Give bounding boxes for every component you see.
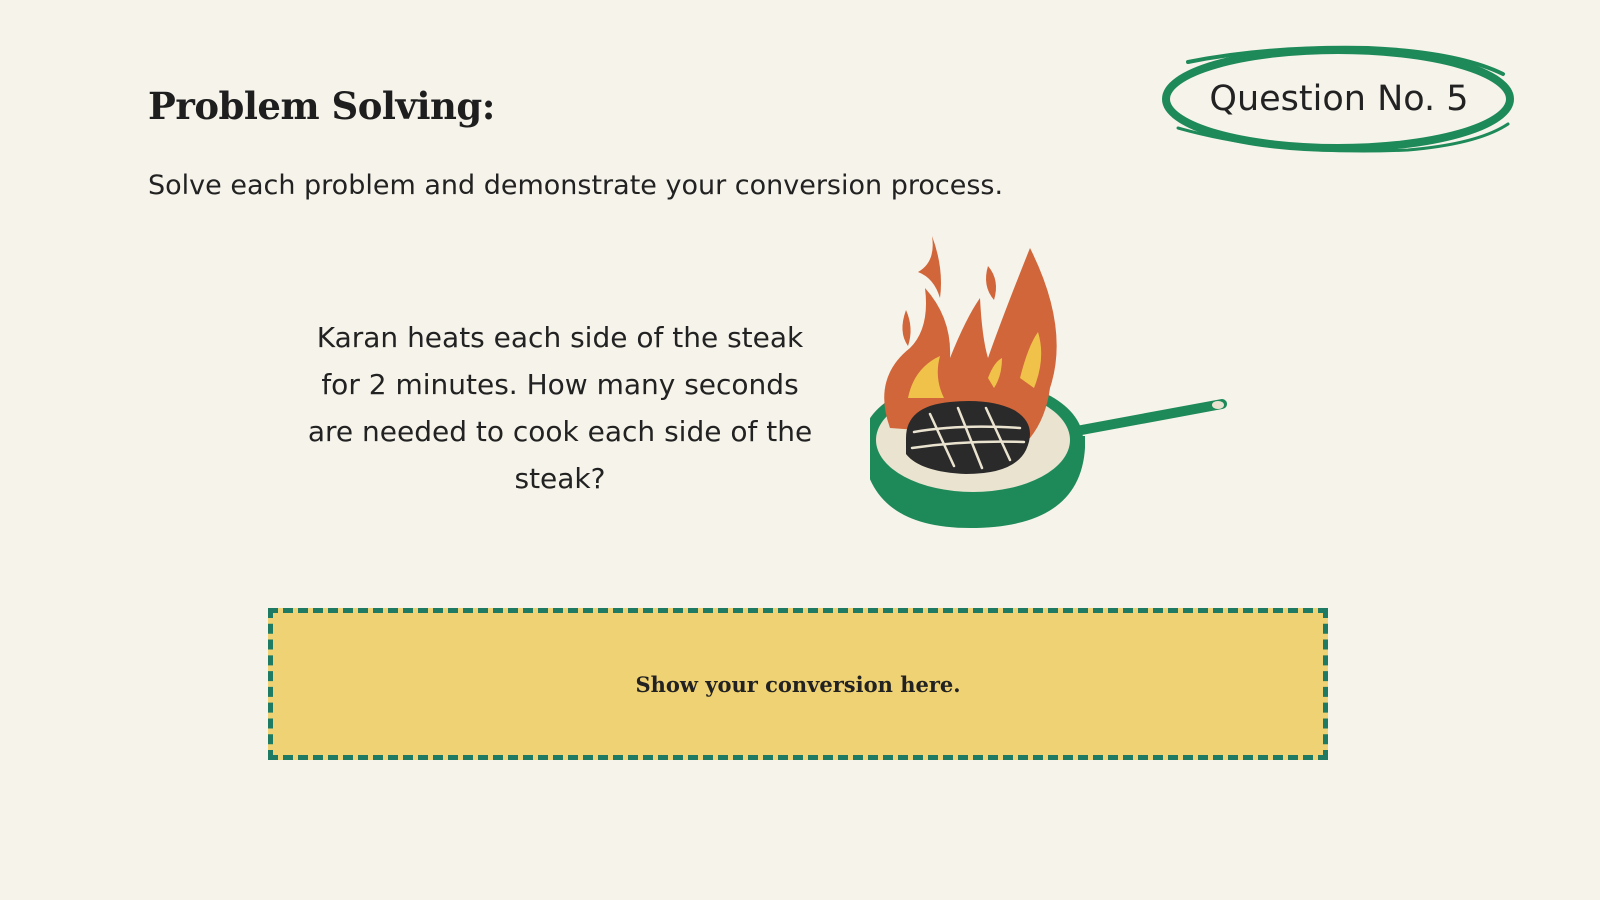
question-number-label: Question No. 5 bbox=[1209, 79, 1469, 119]
instructions-text: Solve each problem and demonstrate your … bbox=[148, 170, 1004, 201]
steak-in-flaming-pan-icon bbox=[862, 228, 1250, 542]
answer-box-label: Show your conversion here. bbox=[635, 671, 961, 697]
problem-text: Karan heats each side of the steak for 2… bbox=[307, 321, 813, 495]
question-number-badge: Question No. 5 bbox=[1158, 40, 1520, 158]
answer-box[interactable]: Show your conversion here. bbox=[268, 608, 1328, 760]
page-title: Problem Solving: bbox=[148, 84, 495, 128]
brush-circle-icon bbox=[1162, 45, 1514, 153]
